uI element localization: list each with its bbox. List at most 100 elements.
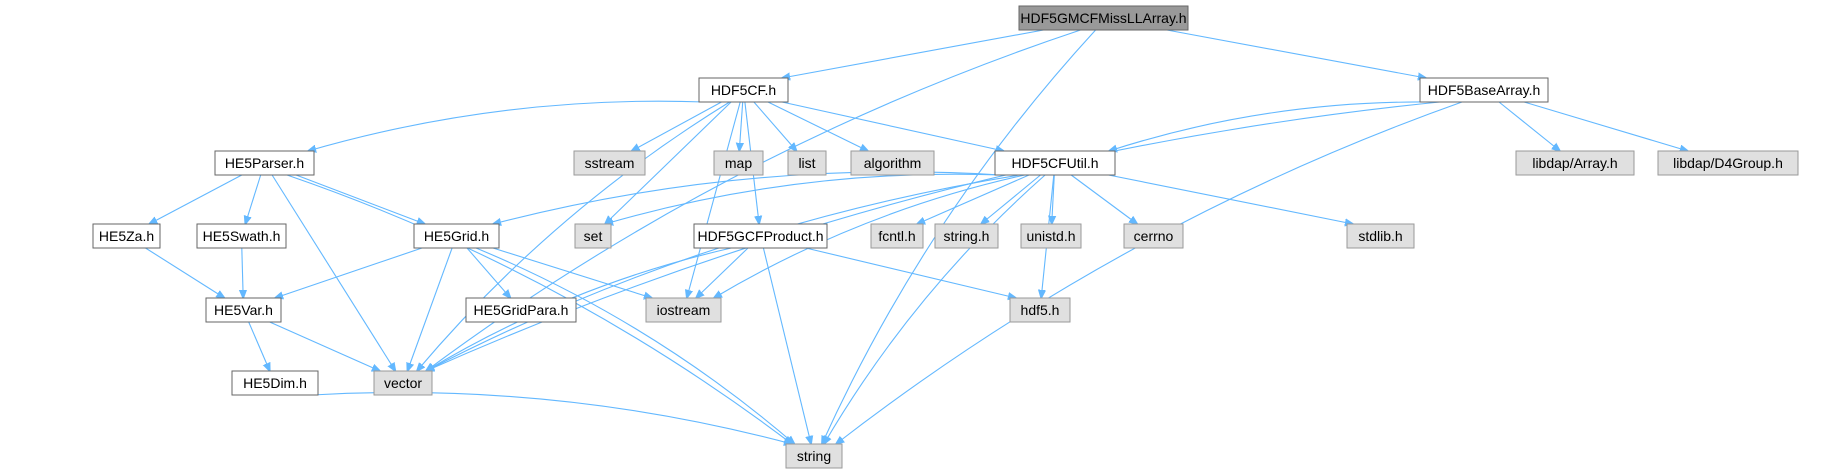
node-vector-box bbox=[373, 370, 433, 396]
node-list: list bbox=[787, 150, 827, 176]
edge-he5parser-to-he5za bbox=[149, 174, 243, 224]
node-baseArray-box bbox=[1419, 77, 1549, 103]
node-unistd-box bbox=[1020, 223, 1082, 249]
edge-he5za-to-he5var bbox=[145, 247, 225, 298]
node-he5za[interactable]: HE5Za.h bbox=[92, 223, 161, 249]
node-libdapArray: libdap/Array.h bbox=[1515, 150, 1635, 176]
node-he5grid[interactable]: HE5Grid.h bbox=[413, 223, 500, 249]
node-he5dim-box bbox=[231, 370, 319, 396]
node-he5dim[interactable]: HE5Dim.h bbox=[231, 370, 319, 396]
edges-layer bbox=[145, 29, 1688, 444]
node-libdapArray-label: libdap/Array.h bbox=[1532, 155, 1617, 171]
edge-he5var-to-he5dim bbox=[248, 321, 270, 371]
node-hdf5cf-box bbox=[698, 77, 789, 103]
edge-hdf5cf-to-he5parser bbox=[308, 100, 706, 151]
node-fcntl: fcntl.h bbox=[870, 223, 924, 249]
node-he5grid-box bbox=[413, 223, 500, 249]
node-iostream: iostream bbox=[645, 297, 722, 323]
node-algorithm: algorithm bbox=[850, 150, 935, 176]
node-stdlib: stdlib.h bbox=[1346, 223, 1415, 249]
node-stdlib-box bbox=[1346, 223, 1415, 249]
edge-hdf5cf-to-vector bbox=[417, 101, 730, 371]
node-he5gridpara[interactable]: HE5GridPara.h bbox=[465, 297, 577, 323]
node-string-label: string bbox=[797, 448, 831, 464]
node-string: string bbox=[785, 443, 843, 469]
node-unistd: unistd.h bbox=[1020, 223, 1082, 249]
edge-hdf5cf-to-set bbox=[605, 101, 732, 224]
edge-cfutil-to-he5grid bbox=[493, 171, 1002, 224]
node-list-label: list bbox=[798, 155, 815, 171]
node-baseArray[interactable]: HDF5BaseArray.h bbox=[1419, 77, 1549, 103]
edge-hdf5cf-to-map bbox=[739, 101, 742, 151]
node-he5swath-label: HE5Swath.h bbox=[203, 228, 281, 244]
node-cfutil[interactable]: HDF5CFUtil.h bbox=[994, 150, 1116, 176]
edge-hdf5cf-to-list bbox=[753, 101, 797, 151]
node-libdapD4: libdap/D4Group.h bbox=[1657, 150, 1799, 176]
node-he5swath[interactable]: HE5Swath.h bbox=[196, 223, 287, 249]
node-hdf5h-box bbox=[1009, 297, 1071, 323]
node-vector: vector bbox=[373, 370, 433, 396]
edge-gcfproduct-to-string bbox=[762, 247, 811, 444]
edge-cfutil-to-iostream bbox=[714, 174, 1025, 298]
node-list-box bbox=[787, 150, 827, 176]
node-stdlib-label: stdlib.h bbox=[1358, 228, 1402, 244]
node-string-box bbox=[785, 443, 843, 469]
node-set-label: set bbox=[584, 228, 603, 244]
edge-root-to-baseArray bbox=[1166, 29, 1426, 78]
edge-he5grid-to-vector bbox=[407, 247, 453, 371]
edge-he5swath-to-he5var bbox=[242, 247, 243, 298]
edge-root-to-hdf5cf bbox=[782, 29, 1044, 78]
node-cfutil-box bbox=[994, 150, 1116, 176]
edge-gcfproduct-to-hdf5h bbox=[805, 247, 1016, 298]
edge-he5grid-to-he5gridpara bbox=[466, 247, 511, 298]
node-he5swath-box bbox=[196, 223, 287, 249]
node-stringh-box bbox=[934, 223, 999, 249]
node-libdapD4-box bbox=[1657, 150, 1799, 176]
edge-baseArray-to-libdapD4 bbox=[1523, 101, 1688, 151]
node-map-box bbox=[713, 150, 764, 176]
edge-cfutil-to-stdlib bbox=[1108, 174, 1354, 224]
node-he5parser[interactable]: HE5Parser.h bbox=[214, 150, 315, 176]
node-algorithm-box bbox=[850, 150, 935, 176]
node-hdf5cf-label: HDF5CF.h bbox=[711, 82, 776, 98]
edge-hdf5cf-to-iostream bbox=[687, 101, 741, 298]
node-he5za-label: HE5Za.h bbox=[99, 228, 154, 244]
node-map-label: map bbox=[725, 155, 752, 171]
node-sstream: sstream bbox=[573, 150, 646, 176]
edge-cfutil-to-stringh bbox=[981, 174, 1041, 224]
node-root[interactable]: HDF5GMCFMissLLArray.h bbox=[1018, 5, 1189, 31]
edge-he5parser-to-vector bbox=[271, 174, 395, 371]
node-root-label: HDF5GMCFMissLLArray.h bbox=[1020, 10, 1186, 26]
node-he5za-box bbox=[92, 223, 161, 249]
node-libdapArray-box bbox=[1515, 150, 1635, 176]
edge-he5parser-to-string bbox=[286, 174, 792, 444]
node-fcntl-box bbox=[870, 223, 924, 249]
node-map: map bbox=[713, 150, 764, 176]
node-set: set bbox=[574, 223, 612, 249]
node-he5parser-label: HE5Parser.h bbox=[225, 155, 304, 171]
node-unistd-label: unistd.h bbox=[1026, 228, 1075, 244]
node-sstream-label: sstream bbox=[585, 155, 635, 171]
node-hdf5cf[interactable]: HDF5CF.h bbox=[698, 77, 789, 103]
node-libdapD4-label: libdap/D4Group.h bbox=[1673, 155, 1783, 171]
node-set-box bbox=[574, 223, 612, 249]
edge-cfutil-to-cerrno bbox=[1070, 174, 1137, 224]
node-he5parser-box bbox=[214, 150, 315, 176]
node-he5var-box bbox=[205, 297, 282, 323]
node-gcfproduct[interactable]: HDF5GCFProduct.h bbox=[693, 223, 828, 249]
node-he5var-label: HE5Var.h bbox=[214, 302, 273, 318]
node-he5var[interactable]: HE5Var.h bbox=[205, 297, 282, 323]
node-algorithm-label: algorithm bbox=[864, 155, 922, 171]
node-he5gridpara-box bbox=[465, 297, 577, 323]
edge-he5parser-to-he5swath bbox=[245, 174, 262, 224]
edge-cfutil-to-unistd bbox=[1052, 174, 1055, 224]
node-cerrno: cerrno bbox=[1123, 223, 1184, 249]
node-root-box bbox=[1018, 5, 1189, 31]
node-iostream-box bbox=[645, 297, 722, 323]
node-he5dim-label: HE5Dim.h bbox=[243, 375, 307, 391]
edge-he5grid-to-iostream bbox=[492, 247, 652, 298]
node-stringh-label: string.h bbox=[944, 228, 990, 244]
edge-hdf5cf-to-algorithm bbox=[767, 101, 868, 151]
